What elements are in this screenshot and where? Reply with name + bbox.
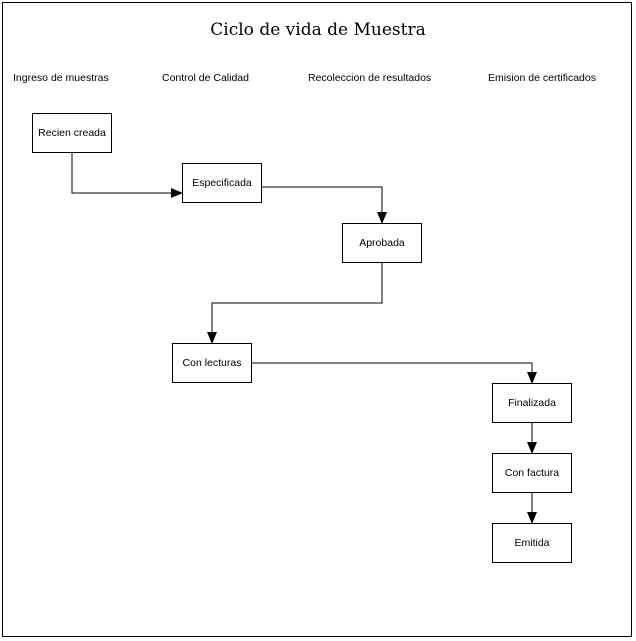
lane-label-control: Control de Calidad (162, 72, 249, 84)
diagram-title: Ciclo de vida de Muestra (210, 20, 426, 40)
state-con-lecturas: Con lecturas (172, 343, 252, 383)
lane-label-emision: Emision de certificados (488, 72, 596, 84)
edge-aprobada-to-conlecturas (207, 263, 383, 344)
edge-especificada-to-aprobada (262, 186, 387, 224)
lane-label-ingreso: Ingreso de muestras (13, 72, 109, 84)
lane-label-recoleccion: Recoleccion de resultados (308, 72, 432, 84)
state-emitida: Emitida (492, 523, 572, 563)
state-recien-creada: Recien creada (32, 113, 112, 153)
edge-recien-to-especificada (71, 153, 183, 198)
edge-conlecturas-to-finalizada (252, 362, 537, 384)
state-aprobada: Aprobada (342, 223, 422, 263)
state-con-factura: Con factura (492, 453, 572, 493)
state-finalizada: Finalizada (492, 383, 572, 423)
state-especificada: Especificada (182, 163, 262, 203)
